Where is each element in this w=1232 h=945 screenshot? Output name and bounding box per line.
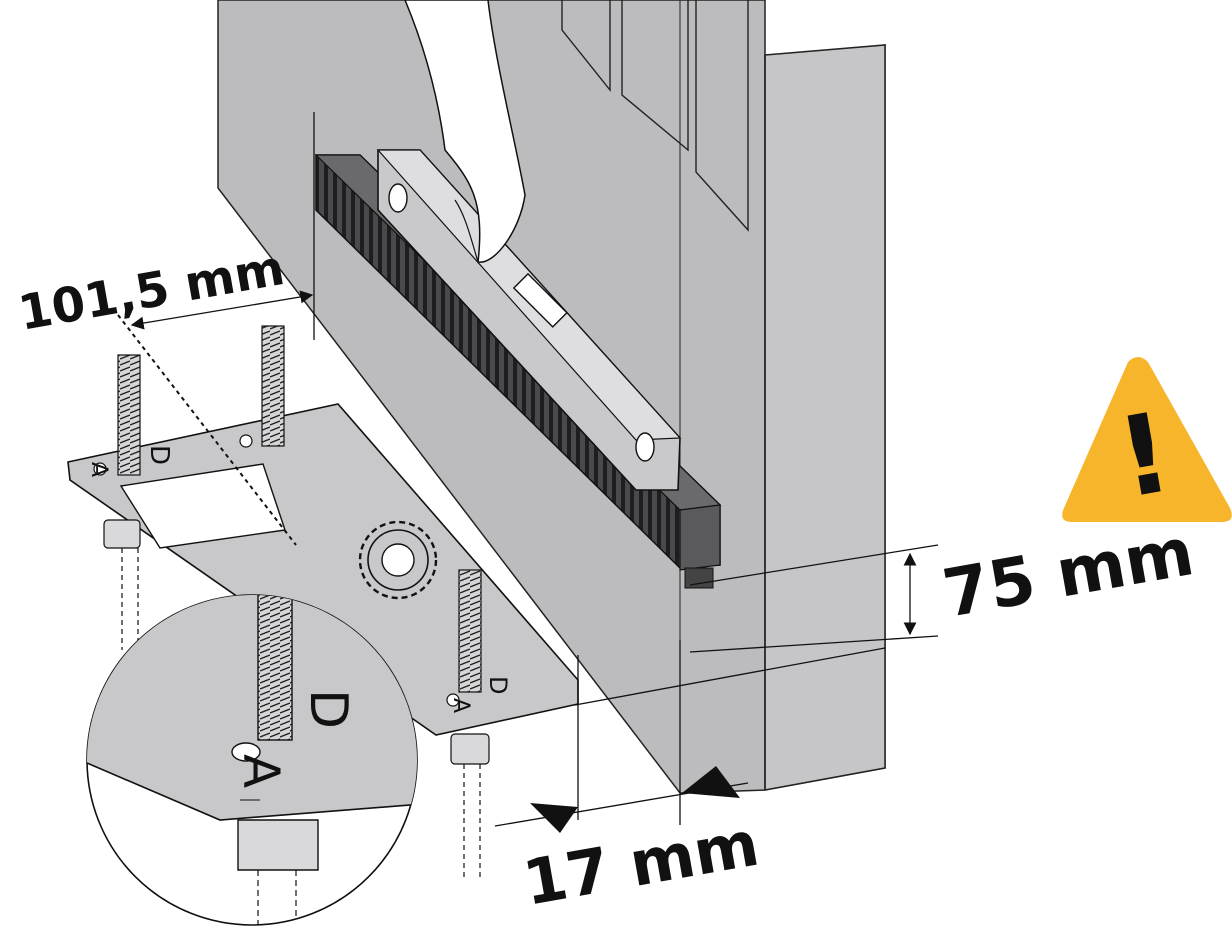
zoom-letter-a: A	[232, 754, 290, 788]
gear-icon	[358, 520, 438, 600]
zoom-letter-d: D	[298, 689, 358, 729]
dimension-label-75: 75 mm	[937, 513, 1199, 633]
warning-icon: !	[1062, 357, 1232, 523]
plate-letter-d-right: D	[484, 676, 512, 694]
dimension-label-101-5: 101,5 mm	[14, 240, 288, 342]
guide-line	[117, 314, 297, 546]
hand	[404, 0, 526, 263]
base-plate: D A D A	[67, 403, 579, 736]
spirit-level	[376, 149, 682, 491]
zoom-detail: D A	[86, 594, 418, 926]
threaded-studs	[103, 325, 490, 880]
plate-letter-d-left: D	[144, 445, 174, 465]
dimension-lines	[130, 112, 939, 833]
plate-letter-a-left: A	[86, 462, 111, 477]
plate-letter-a-right: A	[448, 698, 473, 713]
